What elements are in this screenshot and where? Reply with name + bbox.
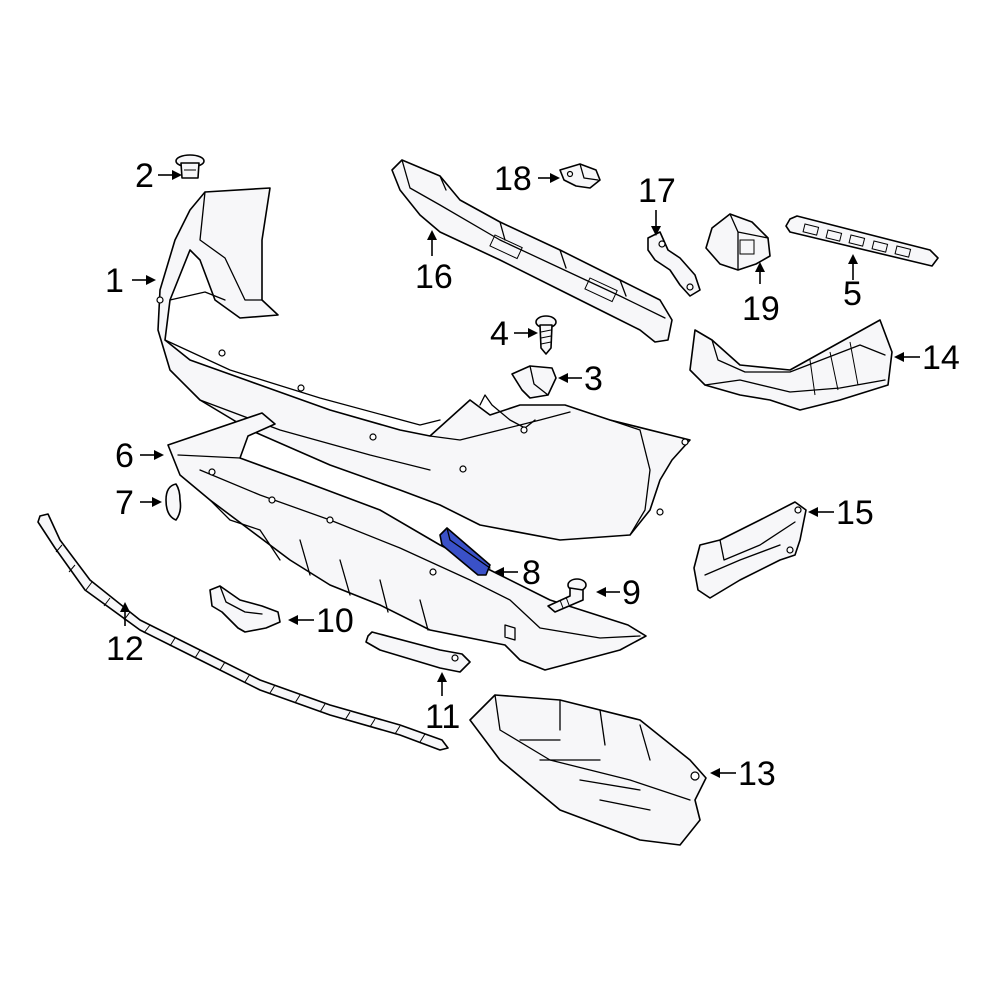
svg-text:16: 16 <box>415 258 453 296</box>
svg-text:18: 18 <box>494 160 532 198</box>
callout-13: 13 <box>710 755 776 793</box>
callout-17: 17 <box>638 172 676 236</box>
svg-text:10: 10 <box>316 602 354 640</box>
callout-12: 12 <box>106 602 144 668</box>
svg-text:15: 15 <box>836 494 874 532</box>
part-6-lower-valance[interactable] <box>167 412 647 671</box>
callout-7: 7 <box>115 484 162 522</box>
callout-6: 6 <box>115 437 164 475</box>
callout-15: 15 <box>808 494 874 532</box>
part-2-push-clip[interactable] <box>175 154 205 179</box>
part-10-bracket[interactable] <box>209 585 281 633</box>
part-17-sensor-bracket[interactable] <box>647 231 701 297</box>
callout-1: 1 <box>105 262 156 300</box>
part-4-screw[interactable] <box>535 315 557 355</box>
part-16-reinforcement-beam[interactable] <box>391 159 673 343</box>
part-9-bolt[interactable] <box>547 578 587 613</box>
callout-2: 2 <box>135 157 182 195</box>
svg-text:1: 1 <box>105 262 124 300</box>
svg-text:9: 9 <box>622 574 641 612</box>
part-19-sensor[interactable] <box>705 213 771 271</box>
part-3-bracket[interactable] <box>511 365 557 399</box>
callout-9: 9 <box>596 574 641 612</box>
part-8-bracket-highlighted[interactable] <box>439 527 491 576</box>
part-11-reflector-strip[interactable] <box>365 631 471 673</box>
callout-4: 4 <box>490 315 538 353</box>
svg-text:4: 4 <box>490 315 509 353</box>
svg-text:13: 13 <box>738 755 776 793</box>
svg-text:17: 17 <box>638 172 676 210</box>
svg-text:7: 7 <box>115 484 134 522</box>
part-15-side-bracket[interactable] <box>693 501 807 599</box>
part-14-side-deflector[interactable] <box>689 319 893 411</box>
svg-text:5: 5 <box>843 275 862 313</box>
part-7-cap[interactable] <box>165 483 182 521</box>
part-18-bracket[interactable] <box>559 163 601 189</box>
callout-3: 3 <box>558 360 603 398</box>
callout-10: 10 <box>288 602 354 640</box>
callout-8: 8 <box>494 554 541 592</box>
svg-text:6: 6 <box>115 437 134 475</box>
callout-18: 18 <box>494 160 560 198</box>
callout-19: 19 <box>742 262 780 328</box>
part-5-retainer-strip[interactable] <box>785 215 939 267</box>
part-13-splash-shield[interactable] <box>469 694 707 846</box>
svg-text:11: 11 <box>425 698 460 736</box>
svg-text:3: 3 <box>584 360 603 398</box>
callout-5: 5 <box>843 254 862 313</box>
svg-text:8: 8 <box>522 554 541 592</box>
callout-16: 16 <box>415 230 453 296</box>
part-12-trim-molding[interactable] <box>37 513 449 751</box>
callout-11: 11 <box>425 672 460 736</box>
callout-14: 14 <box>894 339 960 377</box>
svg-text:12: 12 <box>106 630 144 668</box>
svg-text:14: 14 <box>922 339 960 377</box>
svg-text:19: 19 <box>742 290 780 328</box>
svg-text:2: 2 <box>135 157 154 195</box>
part-1-bumper-cover[interactable] <box>156 187 691 541</box>
